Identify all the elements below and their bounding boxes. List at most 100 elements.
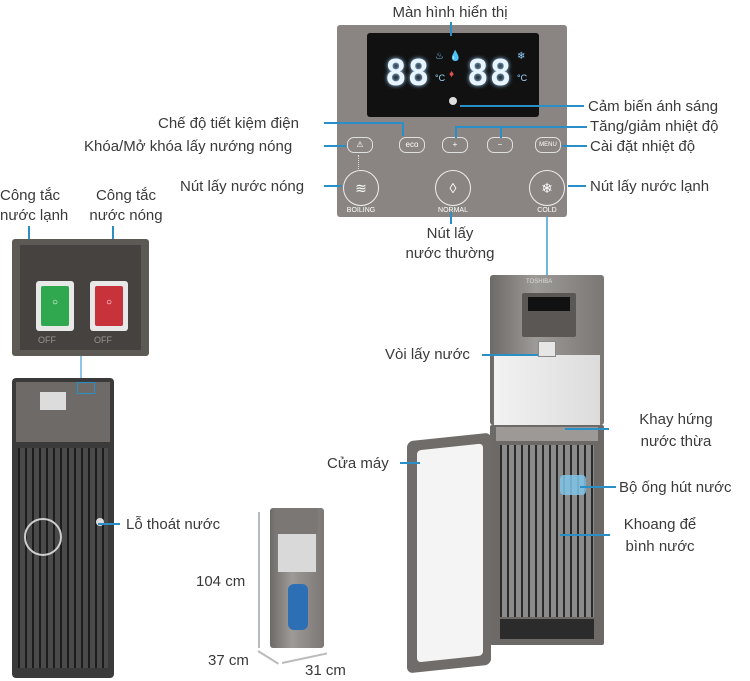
cold-water-button[interactable]: ❄ (529, 170, 565, 206)
label-screen: Màn hình hiển thị (392, 4, 508, 21)
plus-button[interactable]: + (442, 137, 468, 153)
label-hot-lock: Khóa/Mở khóa lấy nướng nóng (84, 138, 293, 155)
leader-light-sensor (460, 105, 584, 107)
minus-text: − (497, 140, 503, 149)
label-suction-kit: Bộ ống hút nước (619, 479, 732, 496)
leader-hot-lock (324, 145, 346, 147)
steam-icon: ≋ (355, 180, 367, 196)
hot-water-button[interactable]: ≋ (343, 170, 379, 206)
suction-kit (560, 475, 586, 495)
leader-temp-setting (562, 145, 587, 147)
label-bottle-bay-1: Khoang để (623, 516, 697, 533)
label-hot-switch-1: Công tắc (95, 187, 157, 204)
size-dispenser (270, 508, 324, 648)
switch-connector (80, 356, 82, 382)
cold-switch[interactable]: ○ (41, 286, 69, 326)
leader-drip-tray (565, 428, 609, 430)
label-eco-mode: Chế độ tiết kiệm điện (158, 115, 299, 132)
bottle-bay (500, 445, 594, 617)
bottle-tray (500, 619, 594, 639)
label-drip-tray-1: Khay hứng (639, 411, 713, 428)
minus-button[interactable]: − (487, 137, 513, 153)
label-faucet: Vòi lấy nước (385, 346, 470, 363)
label-cold-switch-1: Công tắc (0, 187, 61, 204)
leader-faucet (482, 354, 538, 356)
label-temp-adjust: Tăng/giảm nhiệt độ (590, 118, 719, 135)
height-dimension-line (258, 512, 260, 648)
lock-icon: ⚠ (356, 140, 364, 149)
eco-button[interactable]: eco (399, 137, 425, 153)
hot-off-label: OFF (94, 335, 112, 345)
drop-outline-icon: ◊ (449, 180, 457, 196)
door[interactable] (407, 432, 491, 674)
cold-off-label: OFF (38, 335, 56, 345)
faucet[interactable] (538, 341, 556, 357)
label-height: 104 cm (196, 573, 246, 590)
label-cold-button: Nút lấy nước lạnh (590, 178, 710, 195)
leader-cold-button (568, 185, 586, 187)
leader-temp-adjust (455, 126, 587, 128)
dispenser-upper: TOSHIBA (490, 275, 604, 425)
lcd-screen: 88 88 ♨ °C 💧 ♦ ❄ °C (367, 33, 539, 117)
label-door: Cửa máy (327, 455, 389, 472)
label-normal-1: Nút lấy (426, 225, 474, 242)
drain-hole (96, 518, 104, 526)
label-cold-switch-2: nước lạnh (0, 207, 69, 224)
heat-wave-icon: ♨ (435, 51, 444, 62)
eco-text: eco (405, 140, 419, 149)
left-temperature-display: 88 (385, 53, 431, 94)
cold-switch-frame: ○ (36, 281, 74, 331)
light-sensor-dot (449, 97, 457, 105)
hot-drop-icon: ♦ (449, 69, 455, 80)
back-view (12, 378, 114, 678)
leader-eco-down (402, 122, 404, 136)
label-drain-hole: Lỗ thoát nước (126, 516, 221, 533)
right-temperature-display: 88 (467, 53, 513, 94)
condenser-coil (18, 448, 108, 668)
mini-control-panel (522, 293, 576, 337)
snowflake-button-icon: ❄ (541, 180, 553, 196)
leader-minus-down (500, 126, 502, 138)
hot-switch-frame: ○ (90, 281, 128, 331)
right-unit: °C (517, 73, 528, 83)
normal-water-button[interactable]: ◊ (435, 170, 471, 206)
size-head (276, 508, 318, 534)
control-panel: 88 88 ♨ °C 💧 ♦ ❄ °C ⚠ eco + − MENU ≋ BOI… (337, 25, 567, 217)
dispenser-lower (490, 425, 604, 645)
hot-switch[interactable]: ○ (95, 286, 123, 326)
menu-text: MENU (539, 142, 557, 148)
label-temp-setting: Cài đặt nhiệt độ (590, 138, 696, 155)
size-water-bottle (288, 584, 308, 630)
door-inner (417, 443, 483, 663)
leader-normal (450, 212, 452, 224)
label-hot-switch-2: nước nóng (89, 207, 163, 224)
hot-lock-button[interactable]: ⚠ (347, 137, 373, 153)
menu-button[interactable]: MENU (535, 137, 561, 153)
dispense-area (494, 355, 600, 425)
leader-door (400, 462, 420, 464)
drip-tray (496, 427, 598, 441)
leader-bottle-bay (560, 534, 610, 536)
label-normal-2: nước thường (405, 245, 495, 262)
switch-box: ○ ○ OFF OFF (12, 239, 149, 356)
cold-caption: COLD (537, 207, 557, 214)
back-top-plate (16, 382, 110, 442)
mini-lcd (528, 297, 570, 311)
label-drip-tray-2: nước thừa (640, 433, 712, 450)
depth-dimension-line (257, 650, 279, 665)
size-dispense-area (278, 534, 316, 572)
normal-caption: NORMAL (438, 207, 468, 214)
leader-drain (98, 523, 120, 525)
label-width: 31 cm (305, 662, 346, 679)
lock-link-dots (358, 155, 360, 169)
power-cord (24, 518, 62, 556)
label-bottle-bay-2: bình nước (625, 538, 695, 555)
label-light-sensor: Cảm biến ánh sáng (588, 98, 719, 115)
label-depth: 37 cm (208, 652, 249, 669)
water-drop-icon: 💧 (449, 51, 462, 62)
leader-hot-button (324, 185, 342, 187)
snowflake-icon: ❄ (517, 51, 526, 62)
left-unit: °C (435, 73, 446, 83)
label-hot-button: Nút lấy nước nóng (180, 178, 305, 195)
boiling-caption: BOILING (346, 207, 376, 214)
